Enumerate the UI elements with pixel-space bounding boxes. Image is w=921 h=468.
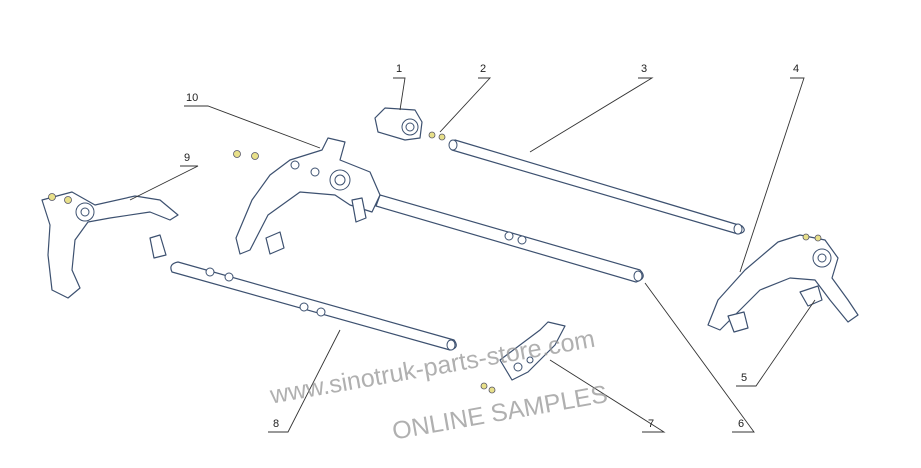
shift-head-7: [480, 321, 566, 394]
shift-fork-10: [235, 137, 381, 255]
leader-7: [549, 359, 666, 433]
callout-4: 4: [793, 63, 799, 75]
callout-3: 3: [641, 63, 647, 75]
callout-7: 7: [648, 418, 654, 430]
leader-9: [129, 165, 199, 201]
shift-block-1: [374, 107, 423, 141]
nut-2: [428, 131, 446, 141]
callout-8: 8: [273, 418, 279, 430]
nut-pair-left: [233, 150, 259, 160]
leader-3: [529, 77, 654, 153]
shift-fork-9: [41, 191, 179, 299]
callout-5: 5: [741, 372, 747, 384]
callout-1: 1: [396, 63, 402, 75]
leader-1: [393, 77, 406, 111]
leader-4: [739, 77, 805, 273]
leader-2: [439, 77, 492, 133]
callout-2: 2: [480, 63, 486, 75]
leader-8: [268, 329, 341, 433]
leader-5: [736, 299, 816, 387]
shift-fork-4: [707, 233, 859, 333]
callout-10: 10: [186, 92, 198, 104]
leader-6: [644, 282, 755, 433]
leader-10: [184, 105, 321, 149]
shift-rod-8: [170, 261, 457, 351]
callout-9: 9: [184, 152, 190, 164]
shift-head-5: [799, 285, 823, 307]
shift-rod-3: [448, 139, 745, 235]
shift-rod-6: [375, 194, 644, 283]
callout-6: 6: [738, 418, 744, 430]
